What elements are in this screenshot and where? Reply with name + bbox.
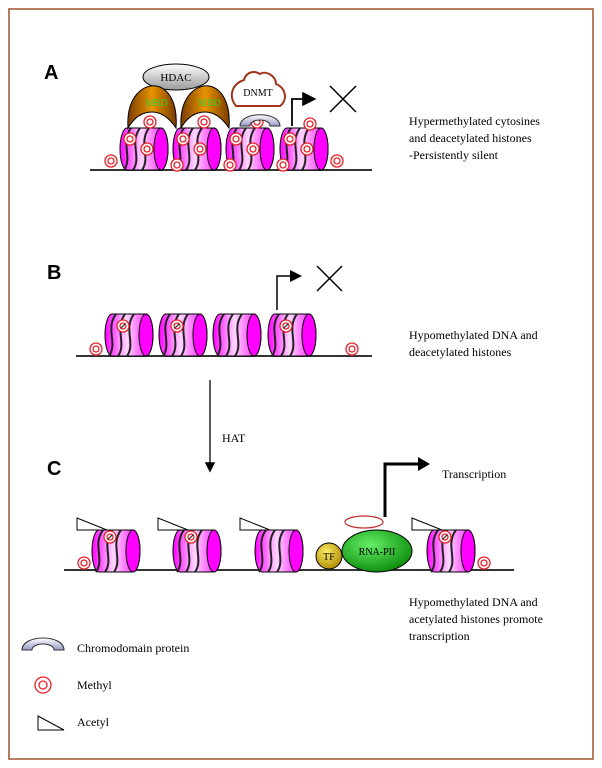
mbd-protein bbox=[127, 85, 177, 130]
methyl-icon bbox=[140, 142, 154, 156]
methyl-icon bbox=[123, 132, 137, 146]
acetyl-icon bbox=[411, 517, 443, 531]
hat-transition: HAT bbox=[204, 380, 246, 473]
nucleosome bbox=[158, 313, 208, 357]
methyl-icon bbox=[34, 676, 52, 694]
methyl-icon bbox=[438, 530, 452, 544]
tf-label: TF bbox=[323, 552, 335, 563]
nucleosome-row-c bbox=[76, 517, 491, 573]
legend: Chromodomain protein Methyl Acetyl bbox=[21, 637, 189, 731]
methyl-icon bbox=[330, 154, 344, 168]
panel-b-letter: B bbox=[47, 262, 61, 284]
acetyl-icon bbox=[76, 517, 108, 531]
methyl-icon bbox=[193, 142, 207, 156]
methyl-icon bbox=[303, 117, 317, 131]
nucleosome bbox=[212, 313, 262, 357]
legend-label: Chromodomain protein bbox=[77, 641, 189, 655]
chromodomain-icon bbox=[21, 637, 65, 651]
nucleosome bbox=[267, 313, 317, 357]
methyl-icon bbox=[143, 115, 157, 129]
nucleosome bbox=[426, 529, 476, 573]
methyl-icon bbox=[477, 556, 491, 570]
transcription-label: Transcription bbox=[442, 467, 506, 481]
nucleosome-row-b bbox=[89, 313, 359, 357]
methyl-icon bbox=[223, 158, 237, 172]
acetyl-ring bbox=[344, 515, 384, 529]
mbd-label: MBD bbox=[145, 98, 168, 109]
figure-frame bbox=[8, 8, 594, 760]
methyl-icon bbox=[197, 115, 211, 129]
methyl-icon bbox=[184, 530, 198, 544]
methyl-icon bbox=[229, 132, 243, 146]
methyl-icon bbox=[279, 319, 293, 333]
hat-label: HAT bbox=[222, 431, 246, 445]
panel-a-description: Hypermethylated cytosines and deacetylat… bbox=[409, 114, 543, 162]
methyl-icon bbox=[300, 142, 314, 156]
hdac-label: HDAC bbox=[160, 72, 191, 84]
blocked-icon bbox=[316, 265, 343, 292]
methyl-icon bbox=[89, 342, 103, 356]
transcription-arrowhead bbox=[418, 457, 430, 471]
dnmt-label: DNMT bbox=[243, 88, 272, 99]
dnmt-enzyme bbox=[230, 71, 286, 107]
mbd-label: MBD bbox=[198, 98, 221, 109]
panel-a: A HDAC MBD MBD DNMT Hypermethylated cyto… bbox=[44, 62, 543, 172]
methyl-icon bbox=[176, 132, 190, 146]
blocked-icon bbox=[329, 85, 357, 113]
acetyl-icon bbox=[37, 715, 65, 731]
chromodomain-protein bbox=[239, 114, 281, 127]
panel-c-letter: C bbox=[47, 458, 61, 480]
hdac-complex bbox=[142, 63, 210, 91]
transcription-factor bbox=[315, 542, 343, 570]
nucleosome bbox=[254, 529, 304, 573]
transcription-arrow bbox=[383, 462, 420, 517]
methyl-icon bbox=[116, 319, 130, 333]
methyl-icon bbox=[104, 154, 118, 168]
methyl-icon bbox=[103, 530, 117, 544]
acetyl-icon bbox=[157, 517, 189, 531]
methyl-icon bbox=[170, 319, 184, 333]
methyl-icon bbox=[77, 556, 91, 570]
panel-b: B Hypomethylated DNA and deacetylated hi… bbox=[47, 262, 541, 359]
acetyl-icon bbox=[239, 517, 271, 531]
nucleosome bbox=[172, 529, 222, 573]
polymerase-label: RNA-PII bbox=[359, 547, 396, 558]
panel-b-description: Hypomethylated DNA and deacetylated hist… bbox=[409, 328, 541, 359]
methyl-icon bbox=[170, 158, 184, 172]
methyl-icon bbox=[345, 342, 359, 356]
panel-c-description: Hypomethylated DNA and acetylated histon… bbox=[409, 595, 546, 643]
methyl-icon bbox=[246, 142, 260, 156]
legend-item-chromodomain: Chromodomain protein bbox=[21, 637, 189, 655]
panel-c: C TF RNA-PII Transcription Hypomethylate… bbox=[47, 457, 546, 643]
legend-label: Methyl bbox=[77, 678, 112, 692]
methyl-icon bbox=[276, 158, 290, 172]
methyl-icon bbox=[283, 132, 297, 146]
nucleosome-row-a bbox=[104, 115, 344, 172]
nucleosome bbox=[104, 313, 154, 357]
legend-label: Acetyl bbox=[77, 715, 110, 729]
legend-item-acetyl: Acetyl bbox=[37, 715, 110, 731]
rna-polymerase-ii bbox=[341, 529, 413, 573]
mbd-protein bbox=[180, 85, 230, 130]
legend-item-methyl: Methyl bbox=[34, 676, 112, 694]
panel-a-letter: A bbox=[44, 62, 58, 84]
transcription-start-arrow bbox=[276, 270, 302, 310]
transcription-start-arrow bbox=[291, 91, 317, 126]
